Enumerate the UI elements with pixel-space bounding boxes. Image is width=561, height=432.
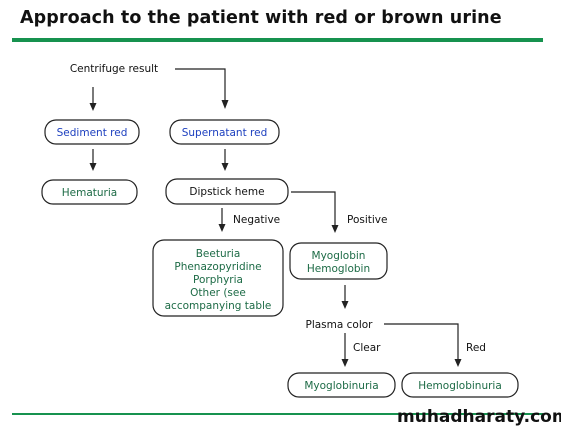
positive-label: Positive	[347, 214, 387, 226]
arrowhead	[341, 359, 349, 367]
watermark: muhadharaty.com	[397, 407, 561, 427]
hematuria-box	[41, 179, 138, 205]
arrowhead	[221, 100, 229, 109]
centrifuge-to-supernatant-line	[175, 68, 226, 100]
dipstick-heme-box	[165, 178, 289, 205]
positive-result-line: Hemoglobin	[307, 263, 370, 275]
negative-result-line: Phenazopyridine	[174, 261, 261, 273]
supernatant-red-box	[169, 119, 280, 145]
positive-result-line: Myoglobin	[312, 250, 366, 262]
negative-result-line: Porphyria	[193, 274, 243, 286]
arrowhead	[89, 163, 97, 171]
clear-label: Clear	[353, 342, 381, 354]
negative-result-line: Beeturia	[196, 248, 241, 260]
arrowhead	[341, 301, 349, 309]
title-underline	[12, 38, 543, 42]
red-label: Red	[466, 342, 486, 354]
dipstick-to-positive-line	[291, 191, 336, 225]
myoglobinuria-label: Myoglobinuria	[304, 380, 378, 392]
centrifuge-label: Centrifuge result	[70, 63, 158, 75]
arrowhead	[331, 225, 339, 233]
negative-label: Negative	[233, 214, 280, 226]
arrowhead	[218, 224, 226, 232]
footer-rule	[12, 413, 543, 415]
page-title: Approach to the patient with red or brow…	[20, 8, 502, 28]
supernatant-red-label: Supernatant red	[182, 127, 268, 139]
plasma-color-label: Plasma color	[305, 319, 373, 331]
sediment-red-label: Sediment red	[57, 127, 128, 139]
hemoglobinuria-box	[401, 372, 519, 398]
sediment-red-box	[44, 119, 140, 145]
arrowhead	[89, 103, 97, 111]
negative-result-line: Other (see	[190, 287, 246, 299]
negative-result-line: accompanying table	[165, 300, 272, 312]
hematuria-label: Hematuria	[62, 187, 117, 199]
hemoglobinuria-label: Hemoglobinuria	[418, 380, 502, 392]
arrowhead	[221, 163, 229, 171]
plasma-to-hemoglobinuria-line	[384, 323, 459, 359]
arrowhead	[454, 359, 462, 367]
positive-result-box	[289, 242, 388, 280]
dipstick-heme-label: Dipstick heme	[189, 186, 264, 198]
negative-result-box	[152, 239, 284, 317]
myoglobinuria-box	[287, 372, 396, 398]
